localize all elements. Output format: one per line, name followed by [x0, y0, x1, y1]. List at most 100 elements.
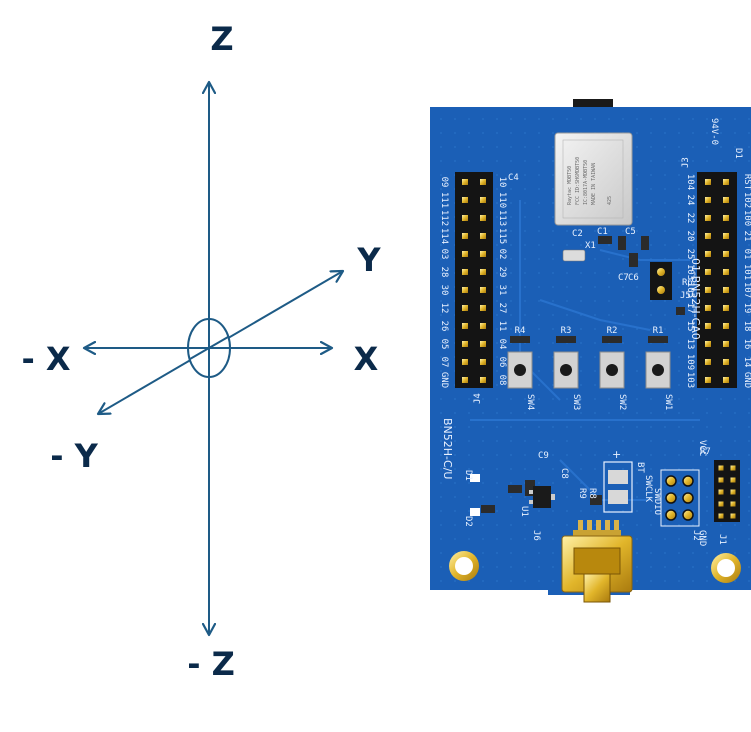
swd-swclk-label: SWCLK	[643, 475, 653, 503]
j3-pin	[705, 197, 711, 203]
j3-pin	[723, 359, 729, 365]
j1-pin	[730, 477, 736, 483]
j1-pin	[718, 465, 724, 471]
j1-pin	[718, 489, 724, 495]
j3-label: J3	[681, 157, 691, 168]
header-pin-label: 09	[439, 177, 449, 188]
header-pin-label: 17	[685, 303, 695, 314]
header-pin-label: 07	[439, 357, 449, 368]
module-text-3: IC:8017A-MDBT50	[583, 160, 589, 205]
sw1-label: SW1	[663, 394, 673, 410]
j4-pin	[480, 215, 486, 221]
header-pin-label: GND	[742, 372, 751, 388]
module-text-2: FCC ID:SH6MDBT50	[575, 157, 581, 205]
header-pin-label: 16	[742, 339, 751, 350]
j3-pin	[723, 269, 729, 275]
j4-pin	[480, 269, 486, 275]
j3-pin	[705, 233, 711, 239]
j4-pin	[462, 305, 468, 311]
j3-pin	[705, 251, 711, 257]
header-pin-label: 30	[439, 285, 449, 296]
crystal-x1	[562, 249, 586, 262]
j1-pin	[730, 489, 736, 495]
c6-label: C6	[628, 273, 639, 283]
j4-pin	[480, 377, 486, 383]
header-pin-label: 112	[439, 210, 449, 226]
module-text-4: MADE IN TAIWAN	[591, 163, 597, 205]
u1-label: U1	[519, 506, 529, 517]
header-pin-label: 13	[685, 339, 695, 350]
c5-label: C5	[625, 227, 636, 237]
j5-label: J5	[680, 291, 691, 301]
header-pin-label: 22	[685, 213, 695, 224]
swd-gnd-label: GND	[697, 530, 707, 546]
r7-label: R7	[700, 447, 711, 457]
header-pin-label: 04	[497, 339, 507, 350]
sw3-label: SW3	[571, 394, 581, 410]
header-pin-label: 11	[497, 321, 507, 332]
header-pin-label: 104	[685, 174, 695, 190]
c4-label: C4	[508, 173, 519, 183]
c9-label: C9	[538, 451, 549, 461]
c8-label: C8	[559, 468, 569, 479]
j1-pin	[730, 513, 736, 519]
header-pin-label: 103	[685, 264, 695, 280]
module-text-5: 425	[607, 196, 613, 205]
header-pin-label: 15	[685, 321, 695, 332]
axis-diagram: Z - Z X - X Y - Y	[21, 20, 381, 683]
j4-label: J4	[473, 393, 483, 404]
header-pin-label: 19	[742, 303, 751, 314]
header-pin-label: 109	[685, 354, 695, 370]
j3-pin	[705, 377, 711, 383]
j4-pin	[480, 251, 486, 257]
led-d2	[470, 508, 480, 516]
header-pin-label: GND	[439, 372, 449, 388]
j1-pin	[718, 513, 724, 519]
j3-pin	[723, 179, 729, 185]
c7-label: C7	[618, 273, 629, 283]
header-pin-label: 12	[439, 303, 449, 314]
j4-pin	[462, 251, 468, 257]
y-positive-label: Y	[356, 241, 381, 279]
board-name-top-label: 01-BN52H-CA0	[689, 258, 702, 340]
j4-pin	[462, 341, 468, 347]
header-pin-label: 05	[439, 339, 449, 350]
led-d1	[470, 474, 480, 482]
j4-pin	[462, 323, 468, 329]
header-pin-label: 28	[439, 267, 449, 278]
j3-pin	[723, 251, 729, 257]
y-axis-center-line	[189, 336, 229, 360]
j3-pin	[723, 287, 729, 293]
r4-label: R4	[515, 326, 526, 336]
header-pin-label: 103	[685, 372, 695, 388]
header-pin-label: 101	[742, 264, 751, 280]
header-pin-label: 08	[497, 375, 507, 386]
header-j2	[660, 469, 700, 527]
header-pin-label: 06	[497, 357, 507, 368]
header-pin-label: 31	[497, 285, 507, 296]
j3-pin	[723, 233, 729, 239]
header-pin-label: 10	[497, 177, 507, 188]
j4-pin	[480, 287, 486, 293]
d1-label: D1	[733, 148, 743, 159]
header-pin-label: 02	[497, 249, 507, 260]
j2-label: J2	[691, 530, 701, 541]
header-pin-label: 25	[685, 249, 695, 260]
y-negative-label: - Y	[50, 437, 98, 475]
j3-pin	[705, 287, 711, 293]
j4-pin	[462, 197, 468, 203]
header-pin-label: 03	[439, 249, 449, 260]
j3-pin	[723, 323, 729, 329]
j3-pin	[723, 305, 729, 311]
j1-pin	[718, 501, 724, 507]
r8-label: R8	[587, 488, 597, 499]
mounting-hole-right	[711, 553, 741, 583]
small-components	[481, 236, 685, 513]
header-j1	[714, 460, 740, 522]
